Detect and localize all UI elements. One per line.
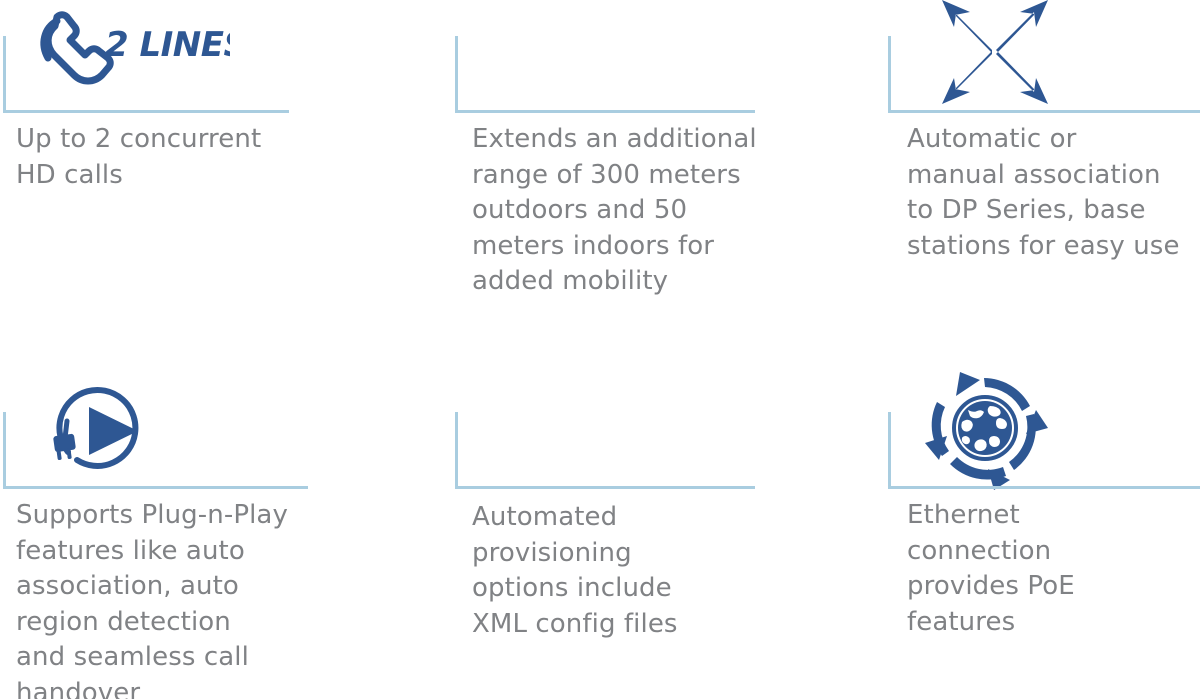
card-rule-vertical: [3, 36, 6, 112]
card-rule-horizontal: [455, 486, 755, 489]
feature-description: Up to 2 concurrent HD calls: [16, 124, 262, 190]
card-rule-vertical: [3, 412, 6, 486]
two-lines-wordmark: 2 LINES: [105, 25, 230, 65]
card-rule-horizontal: [888, 486, 1200, 489]
feature-card-poe: PoE Ethernet connection provides PoE fea…: [875, 370, 1200, 699]
card-rule-vertical: [455, 412, 458, 486]
feature-description: Extends an additional range of 300 meter…: [472, 124, 757, 296]
card-rule-vertical: [888, 412, 891, 486]
play-triangle-icon: [89, 407, 138, 455]
phone-handset-2-lines-icon: 2 LINES: [30, 6, 248, 110]
feature-description: Supports Plug-n-Play features like auto …: [16, 500, 288, 699]
four-way-expand-arrows-icon: [930, 0, 1060, 116]
feature-card-two-lines: 2 LINES Up to 2 concurrent HD calls: [0, 0, 330, 330]
globe-rotating-arrows-icon: [922, 370, 1052, 494]
globe-landmass-icon: [958, 401, 1012, 455]
card-rule-vertical: [888, 36, 891, 112]
card-rule-horizontal: [3, 486, 308, 489]
feature-description: Automatic or manual association to DP Se…: [907, 124, 1180, 261]
rotation-arrows-icon: [925, 372, 1048, 490]
globe-icon: [952, 395, 1018, 461]
feature-description: Ethernet connection provides PoE feature…: [907, 500, 1075, 637]
feature-card-extended-range: Extends an additional range of 300 meter…: [440, 0, 1048, 330]
feature-card-base-station-association: Automatic or manual association to DP Se…: [875, 0, 1200, 330]
card-rule-horizontal: [455, 110, 755, 113]
card-rule-horizontal: [3, 110, 289, 113]
card-rule-horizontal: [888, 110, 1200, 113]
feature-description: Automated provisioning options include X…: [472, 502, 678, 639]
power-plug-icon: [53, 433, 76, 461]
feature-card-automated-provisioning: Automated provisioning options include X…: [440, 370, 1048, 699]
plug-and-play-circle-icon: [35, 375, 165, 489]
feature-card-plug-n-play: Supports Plug-n-Play features like auto …: [0, 370, 330, 699]
card-rule-vertical: [455, 36, 458, 112]
